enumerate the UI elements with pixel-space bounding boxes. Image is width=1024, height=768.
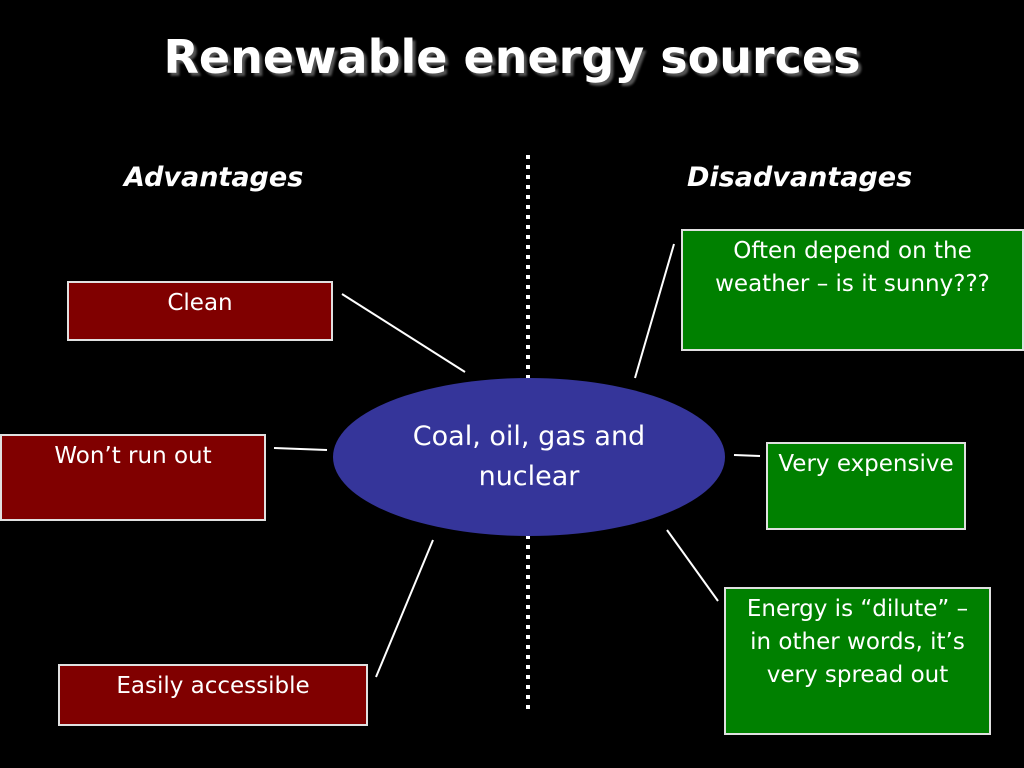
advantages-heading: Advantages bbox=[124, 162, 304, 193]
disadvantage-label: Energy is “dilute” – in other words, it’… bbox=[746, 596, 969, 688]
disadvantage-box-expensive: Very expensive bbox=[766, 442, 966, 530]
center-ellipse: Coal, oil, gas and nuclear bbox=[333, 378, 725, 536]
advantage-box-easily-accessible: Easily accessible bbox=[58, 664, 368, 726]
advantage-label: Clean bbox=[167, 290, 233, 316]
connector-clean bbox=[341, 293, 466, 373]
advantage-box-wont-run-out: Won’t run out bbox=[0, 434, 266, 521]
advantage-label: Won’t run out bbox=[54, 443, 212, 469]
disadvantage-label: Very expensive bbox=[778, 451, 954, 477]
page-title: Renewable energy sources bbox=[163, 30, 861, 84]
connector-easily-accessible bbox=[375, 539, 434, 678]
disadvantages-heading: Disadvantages bbox=[687, 162, 913, 193]
connector-weather bbox=[634, 243, 675, 379]
connector-wont-run-out bbox=[273, 447, 328, 451]
disadvantage-label: Often depend on the weather – is it sunn… bbox=[715, 238, 990, 297]
disadvantage-box-dilute: Energy is “dilute” – in other words, it’… bbox=[724, 587, 991, 735]
advantage-label: Easily accessible bbox=[116, 673, 310, 699]
advantage-box-clean: Clean bbox=[67, 281, 333, 341]
connector-expensive bbox=[733, 454, 761, 457]
disadvantage-box-weather: Often depend on the weather – is it sunn… bbox=[681, 229, 1024, 351]
center-label: Coal, oil, gas and nuclear bbox=[412, 421, 646, 492]
connector-dilute bbox=[666, 529, 719, 602]
